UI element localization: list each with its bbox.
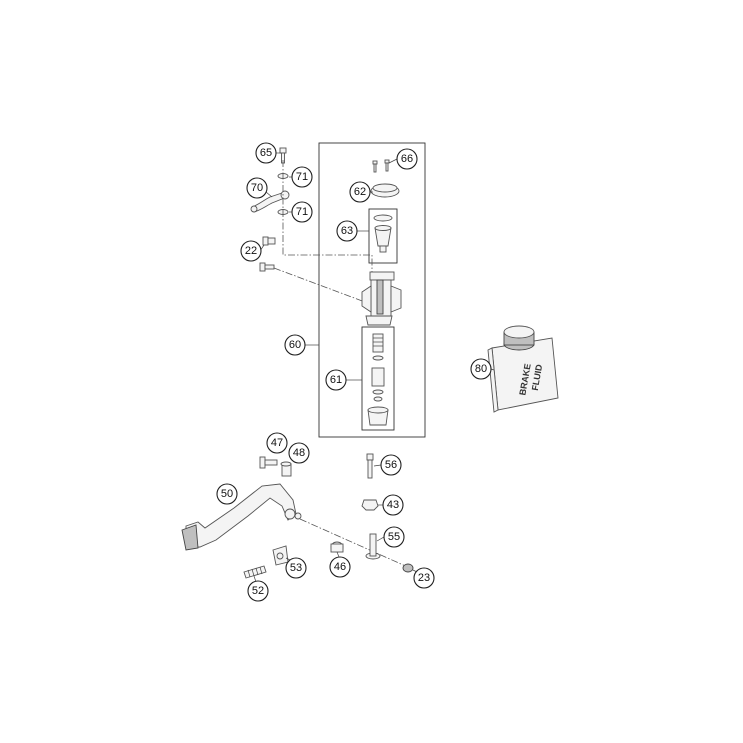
leader-70 <box>265 191 273 198</box>
callout-56-text: 56 <box>385 459 397 471</box>
callout-52-text: 52 <box>252 585 264 597</box>
assembly-line-pedal <box>299 518 411 569</box>
callout-50-text: 50 <box>221 488 233 500</box>
master-cylinder-60 <box>361 271 402 326</box>
callout-46[interactable]: 46 <box>329 556 351 578</box>
bushing-48 <box>280 461 292 477</box>
assembly-line-upper <box>282 160 373 285</box>
callout-63-text: 63 <box>341 225 353 237</box>
callout-80-text: 80 <box>475 363 487 375</box>
callout-63[interactable]: 63 <box>336 220 358 242</box>
bolt-47 <box>259 456 278 469</box>
nut-23 <box>402 563 414 573</box>
bracket-53 <box>272 545 289 566</box>
callout-52[interactable]: 52 <box>247 580 269 602</box>
pin-55 <box>365 533 381 560</box>
callout-70-text: 70 <box>251 182 263 194</box>
leader-56 <box>373 464 382 467</box>
leader-46 <box>336 551 340 558</box>
callout-43-text: 43 <box>387 499 399 511</box>
callout-53[interactable]: 53 <box>285 557 307 579</box>
callout-50[interactable]: 50 <box>216 483 238 505</box>
can-label-line2: FLUID <box>530 363 545 391</box>
callout-80[interactable]: 80 <box>470 358 492 380</box>
callout-56[interactable]: 56 <box>380 454 402 476</box>
callout-65[interactable]: 65 <box>255 142 277 164</box>
leader-66 <box>388 158 398 164</box>
bolt-65 <box>279 147 287 164</box>
screw-22-lower <box>259 262 275 272</box>
callout-43[interactable]: 43 <box>382 494 404 516</box>
callout-55-text: 55 <box>388 531 400 543</box>
master-cylinder-assembly-frame <box>318 142 426 438</box>
reservoir-cap-62 <box>370 183 400 198</box>
leader-53 <box>285 557 291 561</box>
callout-53-text: 53 <box>290 562 302 574</box>
callout-48-text: 48 <box>293 447 305 459</box>
callout-60[interactable]: 60 <box>284 334 306 356</box>
brake-fluid-can-80: BRAKE FLUID <box>487 325 559 413</box>
screw-22-upper <box>262 236 276 246</box>
assembly-line-lower <box>273 267 366 303</box>
callout-22-text: 22 <box>245 245 257 257</box>
screws-66 <box>372 159 390 173</box>
spring-52 <box>243 565 267 579</box>
callout-71-lower-text: 71 <box>296 206 308 218</box>
callout-61[interactable]: 61 <box>325 369 347 391</box>
callout-48[interactable]: 48 <box>288 442 310 464</box>
callout-22[interactable]: 22 <box>240 240 262 262</box>
callout-47-text: 47 <box>271 437 283 449</box>
callout-60-text: 60 <box>289 339 301 351</box>
bushing-46 <box>330 541 344 553</box>
callout-61-text: 61 <box>330 374 342 386</box>
foot-brake-lever-50 <box>181 483 302 551</box>
reservoir-kit-frame <box>368 208 398 264</box>
clevis-70 <box>250 190 290 213</box>
nut-43 <box>361 499 379 511</box>
callout-62-text: 62 <box>354 186 366 198</box>
callout-65-text: 65 <box>260 147 272 159</box>
callout-62[interactable]: 62 <box>349 181 371 203</box>
bolt-56 <box>366 453 374 479</box>
leader-55 <box>376 536 385 542</box>
piston-kit-frame <box>361 326 395 431</box>
callout-46-text: 46 <box>334 561 346 573</box>
piston-kit-61 <box>367 333 389 426</box>
callout-71-upper[interactable]: 71 <box>291 166 313 188</box>
callout-71-lower[interactable]: 71 <box>291 201 313 223</box>
callout-71-upper-text: 71 <box>296 171 308 183</box>
callout-55[interactable]: 55 <box>383 526 405 548</box>
callout-70[interactable]: 70 <box>246 177 268 199</box>
callout-23[interactable]: 23 <box>413 567 435 589</box>
callout-23-text: 23 <box>418 572 430 584</box>
callout-66-text: 66 <box>401 153 413 165</box>
callout-66[interactable]: 66 <box>396 148 418 170</box>
callout-47[interactable]: 47 <box>266 432 288 454</box>
reservoir-63 <box>373 214 393 253</box>
